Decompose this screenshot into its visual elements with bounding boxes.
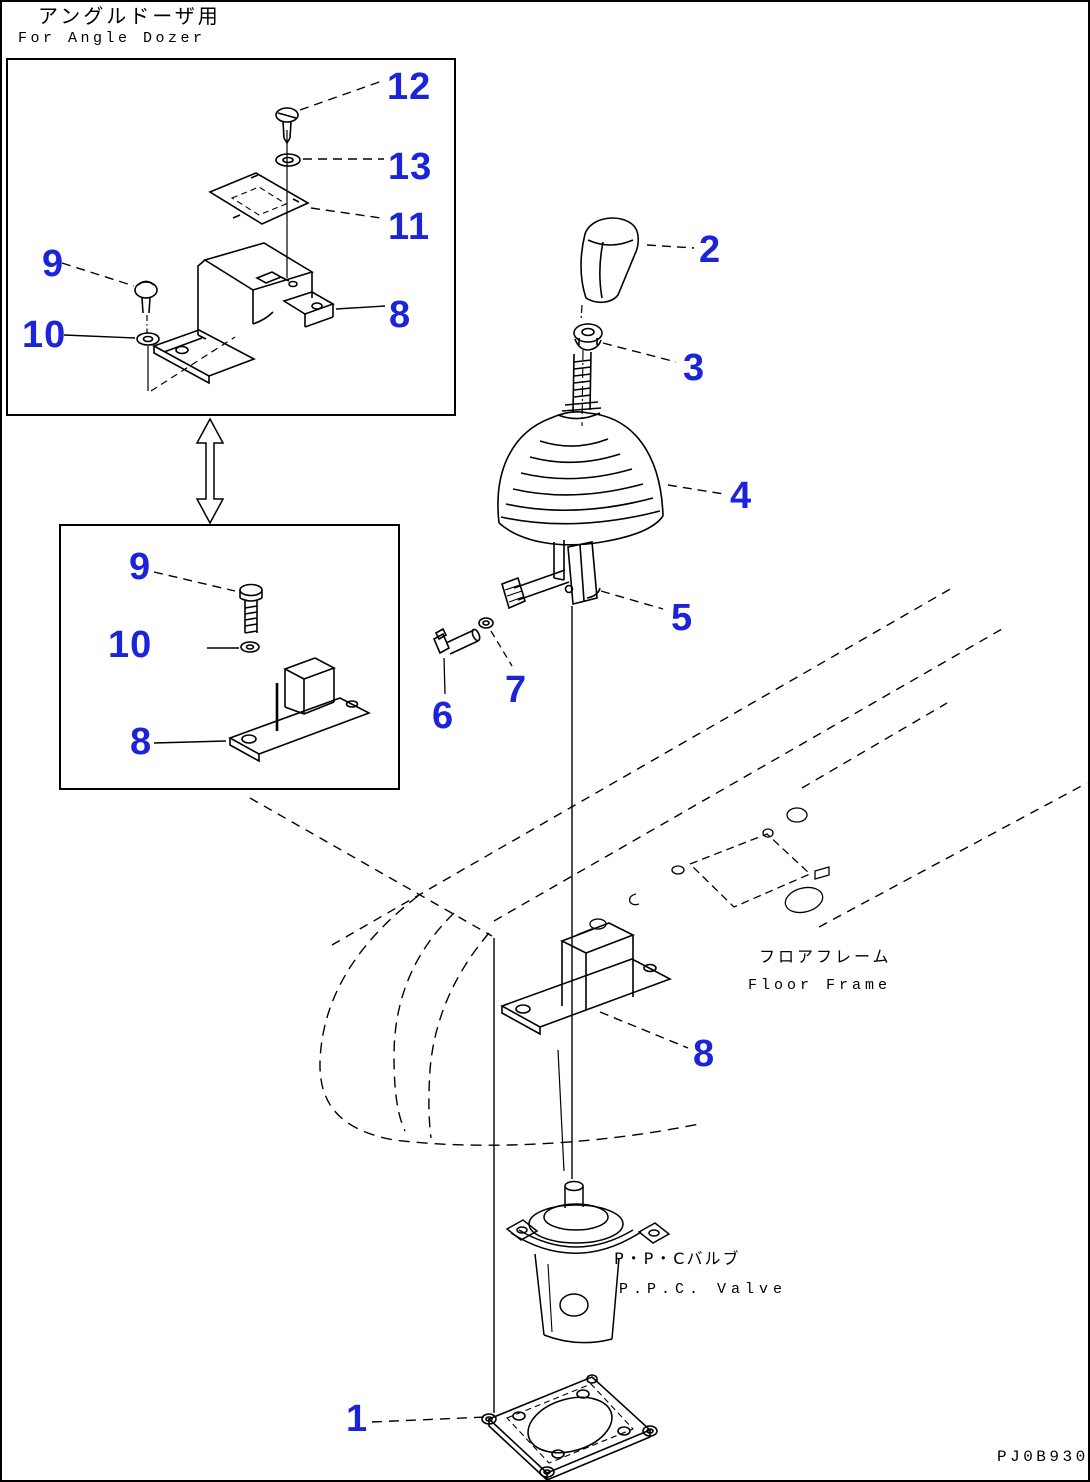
title-english: For Angle Dozer: [18, 30, 206, 47]
part-9-bolt-lower-box: [153, 571, 263, 634]
callout-8-upper: 8: [389, 294, 412, 336]
floor-frame-edges: [249, 587, 1088, 946]
callout-11: 11: [388, 206, 431, 248]
callout-1: 1: [346, 1398, 369, 1440]
part-11-plate: [208, 172, 382, 225]
callout-10-lower: 10: [108, 624, 153, 666]
part-2-knob: [580, 217, 695, 321]
part-13-washer: [275, 130, 384, 278]
callout-4: 4: [730, 475, 753, 517]
part-1-plate: [371, 1374, 658, 1480]
ppc-valve-label-en: P.P.C. Valve: [619, 1281, 788, 1298]
part-8-bracket-upper-box: [152, 242, 386, 385]
swap-arrow-icon: [195, 417, 225, 525]
callout-10-upper: 10: [22, 314, 67, 356]
callout-8-lower: 8: [130, 721, 153, 763]
callout-12: 12: [387, 66, 432, 108]
alignment-lines: [493, 606, 573, 1413]
floor-frame-label-jp: フロアフレーム: [759, 947, 892, 966]
callout-3: 3: [683, 347, 706, 389]
floor-corner-outline: [319, 895, 700, 1146]
title-japanese: アングルドーザ用: [38, 4, 221, 28]
part-12-screw: [275, 80, 383, 145]
part-4-boot: [497, 411, 725, 546]
part-3-nut: [573, 323, 677, 363]
callout-9-upper: 9: [42, 243, 65, 285]
part-6-pin: [432, 627, 481, 695]
drawing-number: PJ0B930: [997, 1448, 1089, 1466]
part-9-bolt-upper-box: [61, 262, 158, 333]
detail-box-upper: [6, 58, 456, 416]
part-8-bracket-floor: [500, 922, 689, 1049]
part-8-bracket-lower-box: [153, 657, 371, 763]
callout-7: 7: [505, 669, 528, 711]
part-5-bracket: [501, 540, 664, 610]
callout-8-floor: 8: [693, 1033, 716, 1075]
floor-frame-label-en: Floor Frame: [748, 977, 892, 994]
callout-6: 6: [432, 695, 455, 737]
callout-5: 5: [671, 597, 694, 639]
part-7-washer: [478, 617, 513, 667]
detail-box-lower: [59, 524, 400, 790]
callout-13: 13: [388, 146, 433, 188]
lever-shaft: [561, 349, 602, 427]
floor-access-hole: [589, 807, 830, 930]
part-10-nut-lower-box: [207, 641, 260, 653]
callout-9-lower: 9: [129, 546, 152, 588]
ppc-valve-label-jp: P・P・Cバルブ: [614, 1249, 741, 1268]
part-10-washer-upper-box: [63, 332, 236, 392]
ppc-valve: [505, 1180, 671, 1344]
callout-2: 2: [699, 229, 722, 271]
